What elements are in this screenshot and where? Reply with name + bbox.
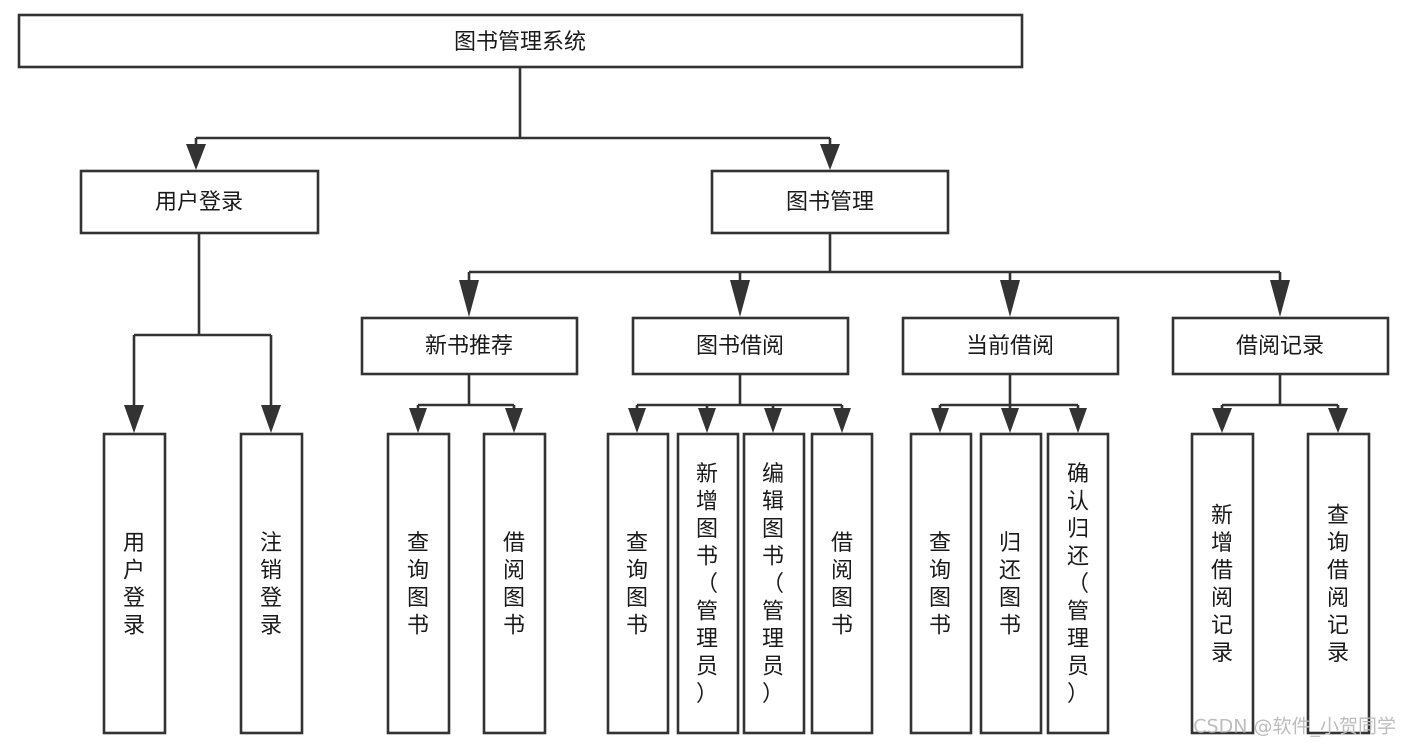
node-leaf-return-book-box[interactable] — [979, 432, 1043, 735]
node-leaf-query-book-1[interactable]: 查询图书 — [386, 432, 451, 735]
node-leaf-user-login-label: 用户登录 — [123, 531, 145, 639]
node-leaf-user-login-box[interactable] — [102, 432, 167, 735]
node-leaf-add-record[interactable]: 新增借阅记录 — [1190, 432, 1255, 735]
arrow-head-book-borrow — [730, 280, 750, 317]
node-leaf-add-record-label: 新增借阅记录 — [1211, 503, 1233, 666]
node-root-label: 图书管理系统 — [454, 30, 586, 55]
node-borrow-record-box[interactable] — [1171, 316, 1390, 376]
arrow-head-leaf-add-record — [1212, 408, 1232, 433]
arrow-head-current-borrow — [1000, 280, 1020, 317]
arrow-head-leaf-borrow-book-1 — [505, 408, 523, 433]
node-book-borrow-box[interactable] — [631, 316, 850, 376]
node-leaf-borrow-book-2-box[interactable] — [810, 432, 874, 735]
node-leaf-borrow-book-1[interactable]: 借阅图书 — [482, 432, 547, 735]
node-leaf-edit-book[interactable]: 编辑图书（管理员） — [742, 432, 806, 735]
node-user-login-box[interactable] — [79, 169, 320, 235]
node-leaf-query-book-3-label: 查询图书 — [929, 531, 951, 639]
arrow-head-leaf-add-book — [698, 408, 716, 433]
arrow-head-leaf-query-book-1 — [409, 408, 427, 433]
node-leaf-query-record-label: 查询借阅记录 — [1327, 503, 1349, 666]
node-current-borrow-box[interactable] — [901, 316, 1120, 376]
node-leaf-edit-book-box[interactable] — [742, 432, 806, 735]
node-leaf-logout[interactable]: 注销登录 — [239, 432, 304, 735]
arrow-head-leaf-query-record — [1328, 408, 1348, 433]
node-leaf-query-book-1-label: 查询图书 — [407, 531, 429, 639]
node-book-manage-label: 图书管理 — [786, 190, 874, 215]
node-leaf-user-login[interactable]: 用户登录 — [102, 432, 167, 735]
node-leaf-return-book[interactable]: 归还图书 — [979, 432, 1043, 735]
node-book-manage[interactable]: 图书管理 — [710, 169, 950, 235]
arrow-head-leaf-user-login — [124, 405, 144, 433]
arrow-head-book-manage — [820, 144, 840, 170]
arrow-head-leaf-return-book — [1001, 408, 1019, 433]
node-leaf-borrow-book-2-label: 借阅图书 — [831, 531, 853, 639]
node-leaf-add-book[interactable]: 新增图书（管理员） — [676, 432, 740, 735]
node-leaf-add-record-box[interactable] — [1190, 432, 1255, 735]
node-leaf-confirm-return-label: 确认归还（管理员） — [1067, 462, 1089, 707]
node-root[interactable]: 图书管理系统 — [17, 13, 1024, 69]
node-leaf-logout-box[interactable] — [239, 432, 304, 735]
node-current-borrow-label: 当前借阅 — [966, 334, 1054, 359]
node-current-borrow[interactable]: 当前借阅 — [901, 316, 1120, 376]
node-leaf-query-book-3[interactable]: 查询图书 — [909, 432, 973, 735]
arrow-head-borrow-record — [1270, 280, 1290, 317]
node-leaf-confirm-return-box[interactable] — [1046, 432, 1110, 735]
csdn-watermark: CSDN @软件_小贺同学 — [1193, 716, 1396, 738]
node-leaf-query-record[interactable]: 查询借阅记录 — [1306, 432, 1371, 735]
node-new-book-recommend-box[interactable] — [360, 316, 579, 376]
node-leaf-query-book-3-box[interactable] — [909, 432, 973, 735]
arrow-head-leaf-query-book-3 — [931, 408, 949, 433]
node-user-login-label: 用户登录 — [155, 190, 243, 215]
arrow-head-leaf-borrow-book-2 — [833, 408, 851, 433]
arrow-head-leaf-edit-book — [764, 408, 782, 433]
arrow-head-leaf-logout — [261, 405, 281, 433]
node-new-book-recommend-label: 新书推荐 — [425, 334, 513, 359]
node-user-login[interactable]: 用户登录 — [79, 169, 320, 235]
node-book-borrow-label: 图书借阅 — [696, 334, 784, 359]
arrow-head-new-book-recommend — [459, 280, 479, 317]
node-book-manage-box[interactable] — [710, 169, 950, 235]
node-leaf-query-book-2-label: 查询图书 — [626, 531, 648, 639]
node-borrow-record[interactable]: 借阅记录 — [1171, 316, 1390, 376]
node-leaf-query-book-2-box[interactable] — [606, 432, 670, 735]
arrow-head-user-login — [186, 144, 206, 170]
node-leaf-borrow-book-1-box[interactable] — [482, 432, 547, 735]
node-leaf-add-book-box[interactable] — [676, 432, 740, 735]
node-leaf-edit-book-label: 编辑图书（管理员） — [762, 462, 784, 707]
node-leaf-query-book-1-box[interactable] — [386, 432, 451, 735]
node-leaf-confirm-return[interactable]: 确认归还（管理员） — [1046, 432, 1110, 735]
node-leaf-query-record-box[interactable] — [1306, 432, 1371, 735]
node-leaf-logout-label: 注销登录 — [260, 531, 282, 639]
node-leaf-borrow-book-1-label: 借阅图书 — [503, 531, 525, 639]
arrow-head-leaf-confirm-return — [1069, 408, 1087, 433]
node-root-box[interactable] — [17, 13, 1024, 69]
node-leaf-return-book-label: 归还图书 — [999, 531, 1021, 639]
node-new-book-recommend[interactable]: 新书推荐 — [360, 316, 579, 376]
node-book-borrow[interactable]: 图书借阅 — [631, 316, 850, 376]
node-borrow-record-label: 借阅记录 — [1236, 334, 1324, 359]
connector-layer — [124, 67, 1348, 433]
node-leaf-add-book-label: 新增图书（管理员） — [696, 462, 718, 707]
arrow-head-leaf-query-book-2 — [628, 408, 646, 433]
node-leaf-query-book-2[interactable]: 查询图书 — [606, 432, 670, 735]
node-leaf-borrow-book-2[interactable]: 借阅图书 — [810, 432, 874, 735]
